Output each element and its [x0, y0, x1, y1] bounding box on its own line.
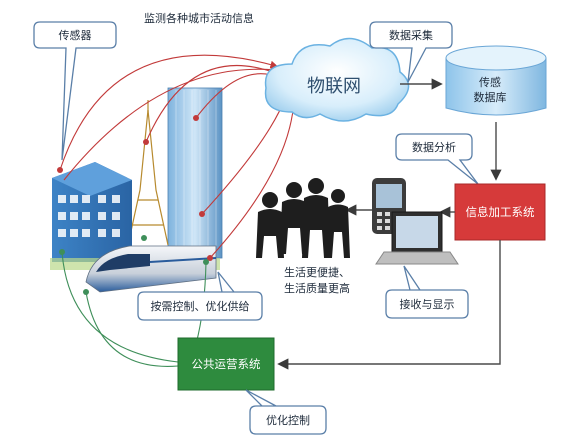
iot-cloud-label: 物联网: [307, 76, 361, 97]
control-links: [59, 235, 209, 367]
data-collection-label: 数据采集: [389, 28, 433, 42]
optimize-control-callout: 优化控制: [245, 389, 327, 435]
display-devices: [372, 178, 459, 265]
public-ops-label: 公共运营系统: [192, 357, 261, 371]
sensor-label: 传感器: [59, 29, 92, 42]
data-collection-callout: 数据采集: [369, 21, 453, 83]
data-analysis-label: 数据分析: [412, 140, 456, 154]
sensing-links: [57, 54, 298, 261]
people-silhouettes: [256, 178, 350, 258]
iot-cloud: 物联网: [264, 37, 410, 122]
eiffel-tower: [127, 100, 169, 246]
optimize-control-label: 优化控制: [266, 413, 310, 427]
on-demand-callout: 按需控制、优化供给: [137, 271, 263, 321]
sensor-callout: 传感器: [33, 21, 117, 161]
city-illustration: [50, 87, 223, 293]
public-ops-box: 公共运营系统: [177, 337, 275, 391]
sensor-database: 传感 数据库: [445, 45, 547, 116]
on-demand-label: 按需控制、优化供给: [151, 299, 250, 313]
life-label-line2: 生活质量更高: [284, 281, 350, 295]
office-building: [52, 162, 132, 262]
receive-display-callout: 接收与显示: [385, 265, 469, 319]
database-label-line1: 传感: [479, 76, 501, 89]
receive-display-label: 接收与显示: [400, 297, 455, 311]
glass-tower: [167, 87, 223, 259]
laptop: [375, 211, 459, 265]
arrow-processing-to-public-ops: [277, 240, 501, 370]
train: [85, 245, 217, 293]
data-analysis-callout: 数据分析: [395, 133, 479, 185]
life-label-line1: 生活更便捷、: [284, 265, 350, 279]
info-processing-label: 信息加工系统: [466, 205, 535, 219]
database-label-line2: 数据库: [474, 90, 507, 104]
monitor-label: 监测各种城市活动信息: [144, 11, 254, 25]
info-processing-box: 信息加工系统: [454, 183, 546, 241]
